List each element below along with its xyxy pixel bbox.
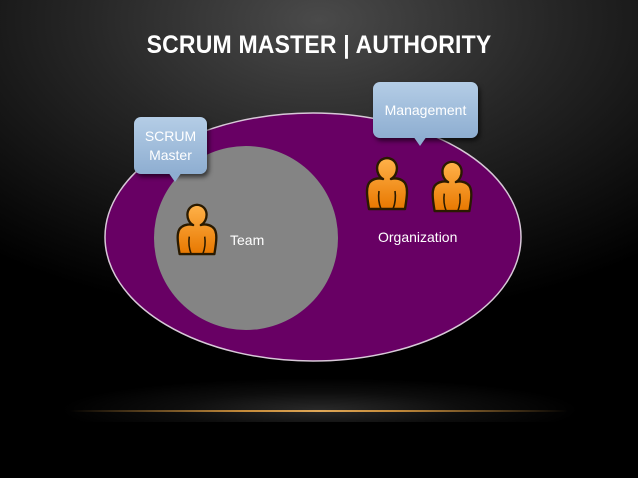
team-label: Team <box>230 232 265 248</box>
scrum-master-callout-line1: SCRUM <box>144 127 197 144</box>
scrum-master-callout-line2: Master <box>149 146 192 163</box>
management-callout-label: Management <box>384 101 467 118</box>
scrum-master-callout-tail <box>168 172 182 182</box>
management-callout-tail <box>413 136 427 146</box>
scrum-master-callout: SCRUM Master <box>134 117 207 174</box>
management-callout: Management <box>373 82 478 138</box>
team-circle <box>154 146 338 330</box>
slide-title: SCRUM MASTER | AUTHORITY <box>146 31 492 59</box>
organization-label: Organization <box>378 229 458 245</box>
floor-line <box>70 410 568 412</box>
